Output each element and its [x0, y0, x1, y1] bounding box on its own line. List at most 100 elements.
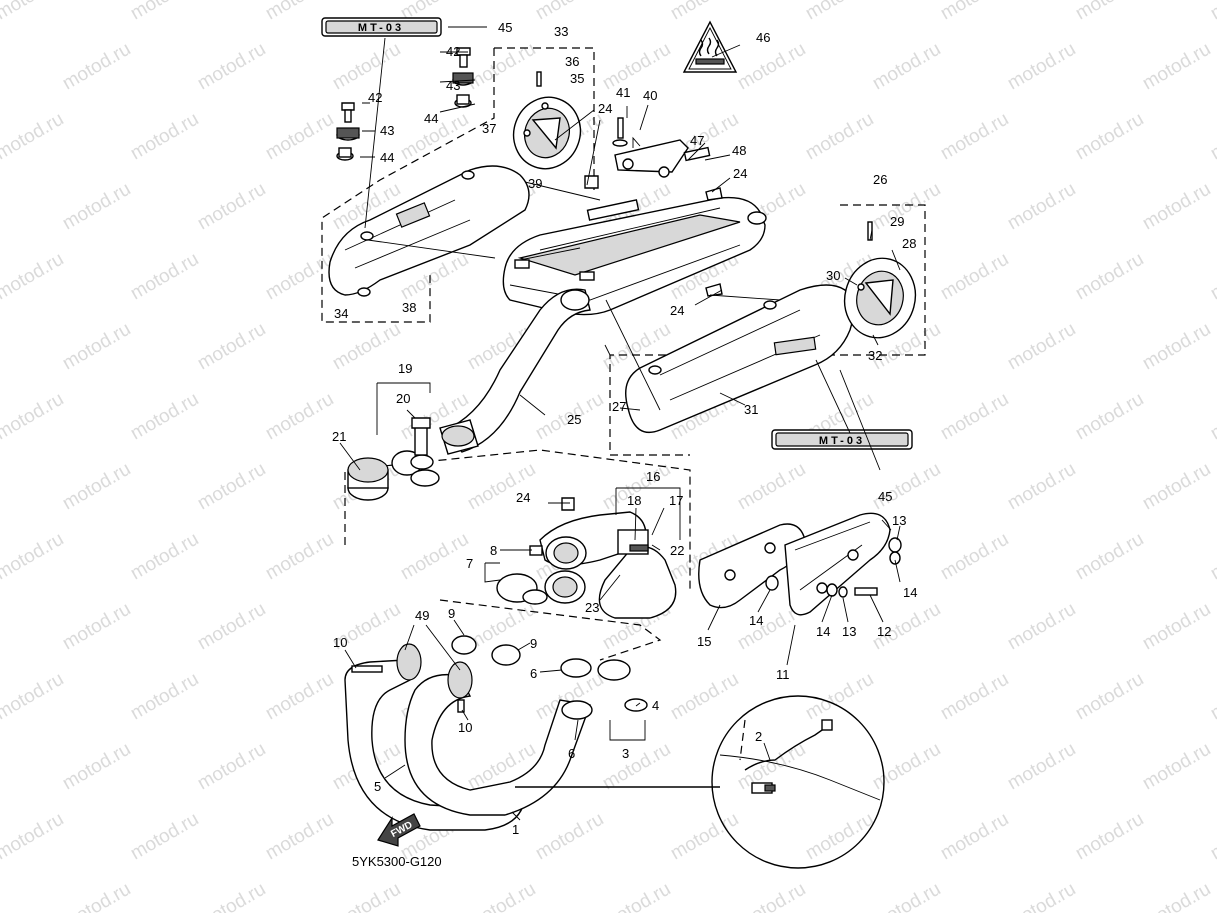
- watermark-text: motod.ru: [869, 739, 944, 795]
- watermark-text: motod.ru: [1004, 599, 1079, 655]
- callout-7: 7: [466, 556, 473, 571]
- callout-4: 4: [652, 698, 659, 713]
- watermark-text: motod.ru: [127, 669, 202, 725]
- watermark-text: motod.ru: [194, 459, 269, 515]
- watermark-text: motod.ru: [1004, 739, 1079, 795]
- watermark-text: motod.ru: [599, 739, 674, 795]
- joint-pipe-assembly: [496, 511, 677, 619]
- callout-10b: 10: [458, 720, 472, 735]
- callout-5: 5: [374, 779, 381, 794]
- callout-29: 29: [890, 214, 904, 229]
- watermark-text: motod.ru: [1207, 389, 1217, 445]
- callout-38: 38: [402, 300, 416, 315]
- callout-33: 33: [554, 24, 568, 39]
- callout-numbers: 45 33 42 36 43 35 46 42 44 41 40 24 43 3…: [332, 20, 917, 837]
- watermark-text: motod.ru: [194, 319, 269, 375]
- watermark-text: motod.ru: [1207, 109, 1217, 165]
- watermark-text: motod.ru: [599, 879, 674, 913]
- watermark-text: motod.ru: [1004, 459, 1079, 515]
- mount-bracket: [612, 117, 711, 178]
- watermark-text: motod.ru: [194, 179, 269, 235]
- header-protector: [698, 512, 902, 616]
- callout-43b: 43: [380, 123, 394, 138]
- callout-30: 30: [826, 268, 840, 283]
- watermark-text: motod.ru: [127, 529, 202, 585]
- watermark-text: motod.ru: [734, 459, 809, 515]
- watermark-text: motod.ru: [1139, 459, 1214, 515]
- watermark-text: motod.ru: [869, 879, 944, 913]
- callout-14c: 14: [816, 624, 830, 639]
- watermark-text: motod.ru: [1139, 599, 1214, 655]
- mount-hardware-left: [336, 47, 542, 161]
- watermark-text: motod.ru: [869, 459, 944, 515]
- watermark-text: motod.ru: [262, 109, 337, 165]
- watermark-text: motod.ru: [194, 599, 269, 655]
- watermark-text: motod.ru: [0, 669, 67, 725]
- watermark-text: motod.ru: [869, 39, 944, 95]
- watermark-text: motod.ru: [464, 39, 539, 95]
- callout-23: 23: [585, 600, 599, 615]
- callout-35: 35: [570, 71, 584, 86]
- callout-36: 36: [565, 54, 579, 69]
- callout-17: 17: [669, 493, 683, 508]
- watermark-text: motod.ru: [937, 669, 1012, 725]
- callout-16: 16: [646, 469, 660, 484]
- callout-47: 47: [690, 133, 704, 148]
- watermark-text: motod.ru: [397, 529, 472, 585]
- watermark-text: motod.ru: [1004, 319, 1079, 375]
- mt03-badge-bottom: MT-03: [771, 429, 913, 450]
- watermark-text: motod.ru: [0, 0, 67, 24]
- callout-18: 18: [627, 493, 641, 508]
- watermark-text: motod.ru: [127, 109, 202, 165]
- watermark-text: motod.ru: [1139, 879, 1214, 913]
- watermark-text: motod.ru: [1207, 809, 1217, 865]
- callout-37: 37: [482, 121, 496, 136]
- watermark-text: motod.ru: [1072, 389, 1147, 445]
- callout-44a: 44: [424, 111, 438, 126]
- callout-40: 40: [643, 88, 657, 103]
- watermark-text: motod.ru: [194, 879, 269, 913]
- watermark-text: motod.ru: [1004, 879, 1079, 913]
- callout-43a: 43: [446, 78, 460, 93]
- watermark-text: motod.ru: [0, 809, 67, 865]
- callout-24c: 24: [670, 303, 684, 318]
- watermark-text: motod.ru: [262, 809, 337, 865]
- watermark-text: motod.ru: [0, 389, 67, 445]
- watermark-text: motod.ru: [194, 739, 269, 795]
- callout-24d: 24: [516, 490, 530, 505]
- watermark-text: motod.ru: [1072, 0, 1147, 24]
- watermark-text: motod.ru: [1207, 0, 1217, 24]
- callout-24b: 24: [733, 166, 747, 181]
- watermark-text: motod.ru: [1207, 249, 1217, 305]
- watermark-text: motod.ru: [802, 809, 877, 865]
- callout-49: 49: [415, 608, 429, 623]
- watermark-text: motod.ru: [127, 389, 202, 445]
- callout-22: 22: [670, 543, 684, 558]
- watermark-text: motod.ru: [1139, 39, 1214, 95]
- watermark-text: motod.ru: [127, 249, 202, 305]
- watermark-text: motod.ru: [1207, 529, 1217, 585]
- callout-26: 26: [873, 172, 887, 187]
- watermark-text: motod.ru: [667, 669, 742, 725]
- watermark-text: motod.ru: [262, 529, 337, 585]
- watermark-text: motod.ru: [1072, 669, 1147, 725]
- callout-6a: 6: [530, 666, 537, 681]
- callout-14b: 14: [749, 613, 763, 628]
- watermark-text: motod.ru: [802, 669, 877, 725]
- clamp-assembly-19: [347, 417, 440, 501]
- watermark-text: motod.ru: [869, 179, 944, 235]
- callout-28: 28: [902, 236, 916, 251]
- watermark-text: motod.ru: [1004, 39, 1079, 95]
- right-heat-protector: [625, 284, 854, 434]
- fwd-text: FWD: [389, 820, 414, 840]
- watermark-text: motod.ru: [1139, 739, 1214, 795]
- watermark-text: motod.ru: [0, 249, 67, 305]
- callout-32: 32: [868, 348, 882, 363]
- callout-34: 34: [334, 306, 348, 321]
- watermark-text: motod.ru: [937, 529, 1012, 585]
- muffler-body: [502, 196, 767, 316]
- watermark-text: motod.ru: [1072, 249, 1147, 305]
- callout-6b: 6: [568, 746, 575, 761]
- callout-42b: 42: [368, 90, 382, 105]
